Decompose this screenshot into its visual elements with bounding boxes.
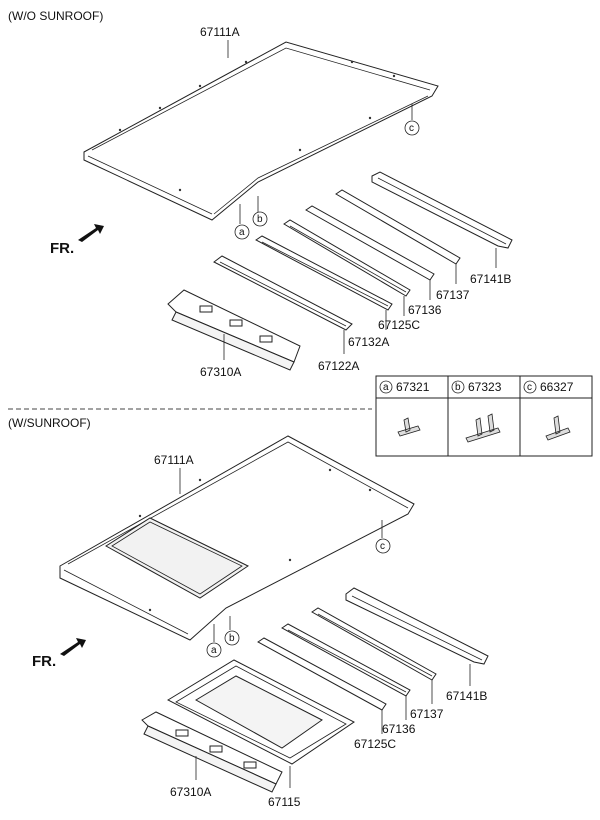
- front-panel-bottom: [141, 711, 283, 793]
- svg-text:c: c: [409, 123, 414, 134]
- svg-text:b: b: [257, 214, 263, 225]
- front-panel-top: [167, 289, 301, 371]
- legend-part-67321: 67321: [396, 380, 430, 394]
- callout-c-bottom: [375, 538, 391, 554]
- svg-text:c: c: [380, 541, 385, 552]
- callout-c-top: [404, 120, 420, 136]
- section-title-with-sunroof: (W/SUNROOF): [8, 416, 91, 430]
- legend-key-a: a: [383, 382, 389, 393]
- section-title-without-sunroof: (W/O SUNROOF): [8, 9, 103, 23]
- fr-label-top: FR.: [50, 240, 74, 257]
- roof-panel-bottom: [59, 435, 415, 641]
- svg-text:b: b: [229, 633, 235, 644]
- label-67125c-bottom: 67125C: [354, 737, 396, 751]
- label-67115-bottom: 67115: [268, 795, 301, 809]
- legend-key-c: c: [527, 382, 532, 393]
- label-67122a-top: 67122A: [318, 359, 359, 373]
- sunroof-opening: [105, 517, 250, 599]
- svg-text:a: a: [211, 645, 217, 656]
- front-arrow-icon-bottom: [60, 638, 86, 656]
- clip-b-icon: [465, 413, 501, 443]
- legend-key-b: b: [455, 382, 461, 393]
- label-67136-bottom: 67136: [382, 722, 416, 736]
- sunroof-frame: [166, 659, 355, 765]
- label-67111a-top: 67111A: [200, 25, 240, 39]
- legend-part-67323: 67323: [468, 380, 502, 394]
- rails-top: [213, 171, 513, 331]
- front-arrow-icon-top: [78, 224, 104, 242]
- callout-b-top: [252, 211, 268, 227]
- label-67310a-top: 67310A: [200, 365, 241, 379]
- callout-a-bottom: [206, 642, 222, 658]
- label-67132a-top: 67132A: [348, 335, 389, 349]
- label-67137-top: 67137: [436, 288, 470, 302]
- label-67141b-bottom: 67141B: [446, 689, 487, 703]
- label-67141b-top: 67141B: [470, 272, 511, 286]
- roof-panel-top: [83, 41, 439, 221]
- clip-a-icon: [397, 417, 421, 437]
- callout-b-bottom: [224, 630, 240, 646]
- label-67137-bottom: 67137: [410, 707, 444, 721]
- label-67310a-bottom: 67310A: [170, 785, 211, 799]
- svg-text:a: a: [239, 227, 245, 238]
- callout-a-top: [234, 224, 250, 240]
- label-67111a-bottom: 67111A: [154, 453, 194, 467]
- rails-bottom: [257, 587, 489, 711]
- legend-part-66327: 66327: [540, 380, 574, 394]
- legend-table: a 67321 b 67323 c 66327: [375, 375, 593, 457]
- clip-c-icon: [545, 415, 571, 441]
- label-67136-top: 67136: [408, 303, 442, 317]
- label-67125c-top: 67125C: [378, 318, 420, 332]
- fr-label-bottom: FR.: [32, 653, 56, 670]
